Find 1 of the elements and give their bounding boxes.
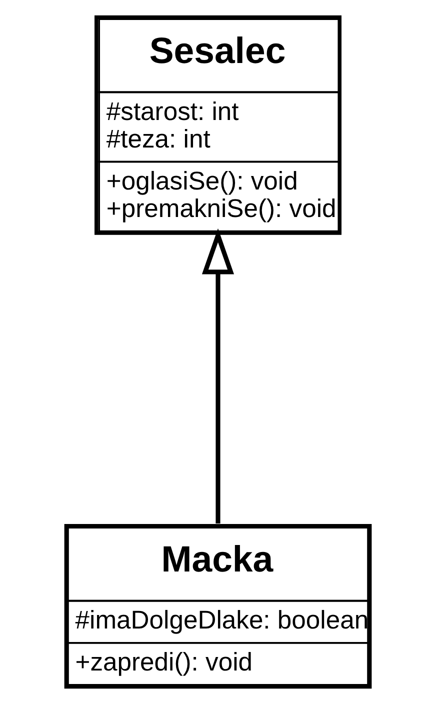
arrow xyxy=(202,228,234,524)
